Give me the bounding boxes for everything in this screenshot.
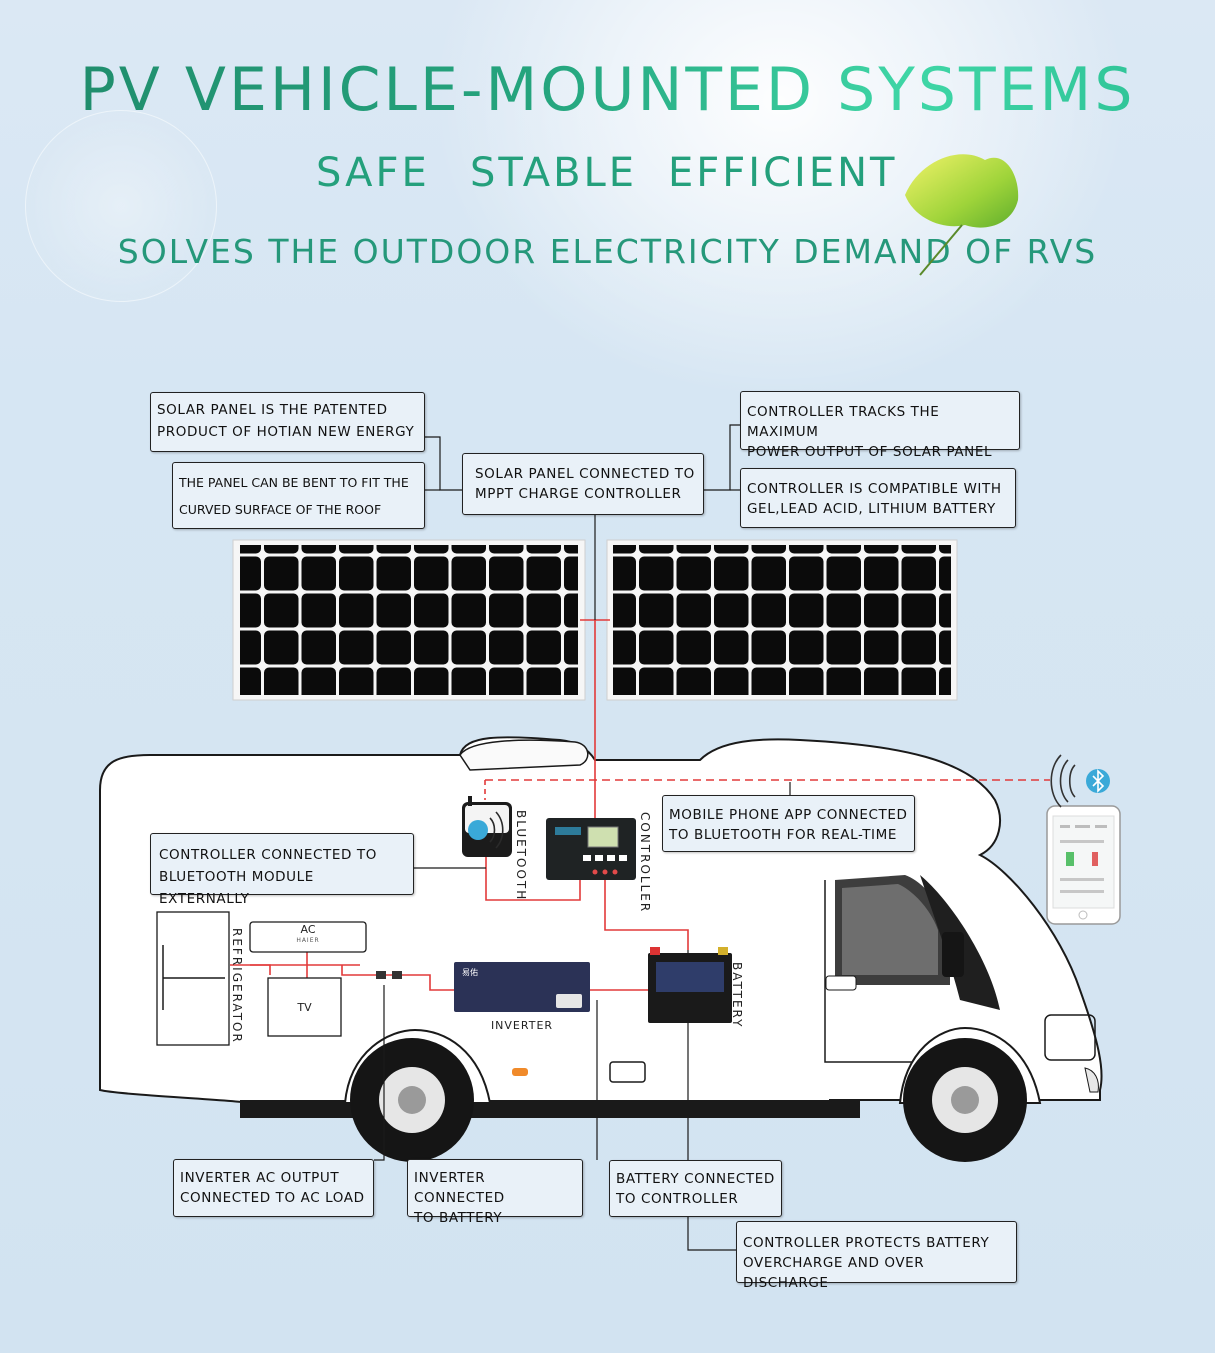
inverter-label: INVERTER	[490, 1019, 554, 1032]
tag-stable: STABLE	[470, 150, 638, 196]
callout-text: CONTROLLER PROTECTS BATTERY	[743, 1235, 990, 1251]
callout-compatible: CONTROLLER IS COMPATIBLE WITH GEL,LEAD A…	[740, 468, 1016, 528]
callout-text: PRODUCT OF HOTIAN NEW ENERGY	[157, 424, 415, 440]
callout-text: BLUETOOTH MODULE EXTERNALLY	[159, 869, 314, 907]
callout-text: THE PANEL CAN BE BENT TO FIT THE	[179, 475, 409, 490]
callout-text: INVERTER CONNECTED	[414, 1170, 505, 1206]
callout-text: MOBILE PHONE APP CONNECTED	[669, 807, 908, 823]
air-conditioner	[249, 921, 367, 953]
solar-panel-right	[606, 539, 958, 701]
callout-text: TO BATTERY	[414, 1210, 503, 1226]
callout-ac-output: INVERTER AC OUTPUT CONNECTED TO AC LOAD	[173, 1159, 374, 1217]
bluetooth-module	[462, 796, 512, 857]
callout-text: BATTERY CONNECTED	[616, 1171, 775, 1187]
callout-bluetooth-module: CONTROLLER CONNECTED TO BLUETOOTH MODULE…	[150, 833, 414, 907]
callout-text: CONNECTED TO AC LOAD	[180, 1190, 365, 1206]
callout-text: POWER OUTPUT OF SOLAR PANEL	[747, 444, 993, 460]
callout-text: TO CONTROLLER	[616, 1191, 739, 1207]
callout-tracks: CONTROLLER TRACKS THE MAXIMUM POWER OUTP…	[740, 391, 1020, 460]
leader-lines	[374, 424, 791, 1251]
solar-panel-left	[232, 539, 586, 701]
callout-text: CONTROLLER IS COMPATIBLE WITH	[747, 481, 1002, 497]
callout-text: OVERCHARGE AND OVER DISCHARGE	[743, 1255, 925, 1291]
callout-text: CONTROLLER CONNECTED TO	[159, 847, 377, 863]
refrigerator	[156, 911, 230, 1046]
callout-bendable: THE PANEL CAN BE BENT TO FIT THE CURVED …	[172, 462, 425, 529]
tag-safe: SAFE	[316, 150, 430, 196]
svg-text:易佑: 易佑	[462, 967, 478, 977]
callout-patented: SOLAR PANEL IS THE PATENTED PRODUCT OF H…	[150, 392, 425, 452]
callout-text: SOLAR PANEL IS THE PATENTED	[157, 402, 388, 418]
controller-label: CONTROLLER	[638, 812, 652, 914]
refrigerator-label: REFRIGERATOR	[230, 928, 244, 1044]
charge-controller	[546, 818, 636, 880]
callout-text: GEL,LEAD ACID, LITHIUM BATTERY	[747, 501, 996, 517]
callout-text: TO BLUETOOTH FOR REAL-TIME	[669, 827, 898, 843]
battery-label: BATTERY	[730, 962, 744, 1029]
rear-wheel	[350, 1038, 474, 1162]
ginkgo-leaf-icon	[905, 154, 1019, 276]
light-orb	[25, 110, 217, 302]
battery	[648, 947, 732, 1023]
tv-label: TV	[297, 1001, 312, 1014]
callout-mppt: SOLAR PANEL CONNECTED TO MPPT CHARGE CON…	[462, 453, 704, 515]
ac-brand-label: HAIER	[296, 937, 320, 944]
callout-inverter-battery: INVERTER CONNECTED TO BATTERY	[407, 1159, 583, 1226]
callout-text: SOLAR PANEL CONNECTED TO	[475, 466, 695, 482]
mobile-phone	[1046, 805, 1121, 925]
wiring	[230, 619, 1050, 991]
callout-text: CONTROLLER TRACKS THE MAXIMUM	[747, 404, 940, 440]
callout-mobile-app: MOBILE PHONE APP CONNECTED TO BLUETOOTH …	[662, 795, 915, 852]
front-wheel	[903, 1038, 1027, 1162]
page-subtitle: SOLVES THE OUTDOOR ELECTRICITY DEMAND OF…	[117, 232, 1098, 271]
bluetooth-label: BLUETOOTH	[514, 810, 528, 902]
callout-text: MPPT CHARGE CONTROLLER	[475, 486, 682, 502]
inverter: 易佑	[454, 962, 590, 1012]
bluetooth-signal-icon	[1050, 754, 1110, 808]
ac-label: AC	[300, 923, 316, 936]
callout-battery-controller: BATTERY CONNECTED TO CONTROLLER	[609, 1160, 782, 1217]
page-title: PV VEHICLE-MOUNTED SYSTEMS	[0, 55, 1215, 125]
callout-protection: CONTROLLER PROTECTS BATTERY OVERCHARGE A…	[736, 1221, 1017, 1291]
callout-text: INVERTER AC OUTPUT	[180, 1170, 340, 1186]
tag-efficient: EFFICIENT	[668, 150, 898, 196]
television	[267, 977, 342, 1037]
plug-connector	[376, 971, 402, 979]
callout-text: CURVED SURFACE OF THE ROOF	[179, 502, 382, 517]
